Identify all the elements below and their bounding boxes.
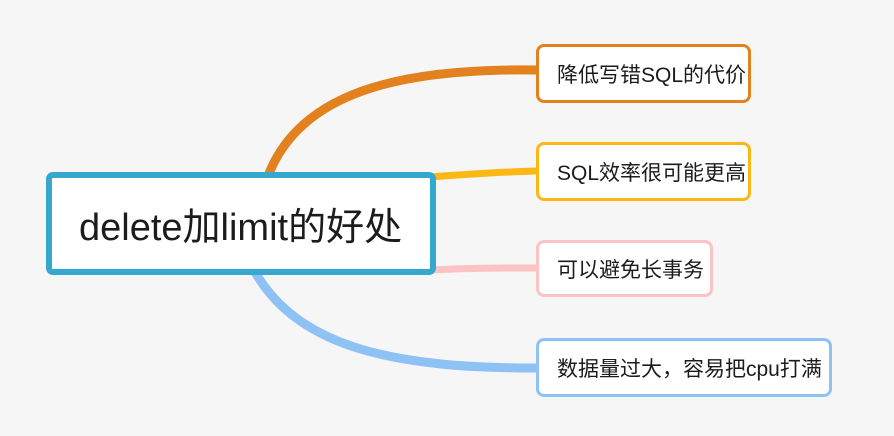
connector-branch-3 <box>429 264 537 274</box>
connector-branch-1 <box>263 65 541 181</box>
branch-node-1[interactable]: 降低写错SQL的代价 <box>536 44 751 103</box>
branch-node-2[interactable]: SQL效率很可能更高 <box>536 142 751 201</box>
branch-node-3[interactable]: 可以避免长事务 <box>536 240 713 297</box>
branch-node-2-label: SQL效率很可能更高 <box>557 161 747 185</box>
branch-node-3-label: 可以避免长事务 <box>557 258 704 282</box>
root-node[interactable]: delete加limit的好处 <box>46 172 436 275</box>
root-node-label: delete加limit的好处 <box>79 207 403 249</box>
branch-node-4-label: 数据量过大，容易把cpu打满 <box>557 357 822 381</box>
branch-node-1-label: 降低写错SQL的代价 <box>557 63 747 87</box>
branch-node-4[interactable]: 数据量过大，容易把cpu打满 <box>536 338 832 397</box>
connector-branch-2 <box>429 167 537 181</box>
connector-branch-4 <box>250 267 541 373</box>
